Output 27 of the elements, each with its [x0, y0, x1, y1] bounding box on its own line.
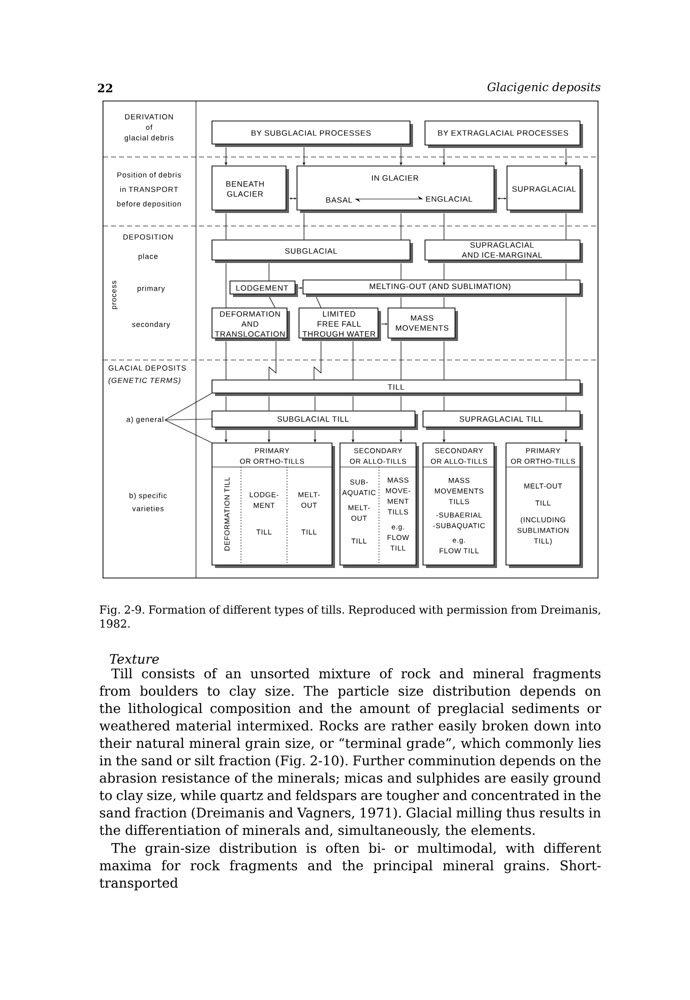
connector-line [268, 396, 270, 411]
connector-line [352, 396, 354, 411]
connector-line [316, 296, 322, 308]
arrow [298, 287, 302, 289]
connector-line [400, 213, 402, 240]
zigzag-line [268, 341, 276, 380]
connector-line [268, 263, 270, 281]
section-heading: Texture [110, 654, 159, 664]
body-paragraph: Till consists of an unsorted mixture of rock and mineral fragments from boulders to clay size. The particle size distribution depends on the lithological composition and the amount of preglacial sediments or weathered material intermixed. Rocks are rather easily broken down into their natural mineral grain size, or “terminal grade”, which commonly lies in the sand or silt fraction (Fig. 2-10). Further comminution depends on the abrasion resistance of the minerals; micas and sulphides are easily ground to clay size, while quartz and feldspars are tougher and concentrated in the sand fraction (Dreimanis and Vagners, 1971). Glacial milling thus results in the differentiation of minerals and, simultaneously, the elements. [99, 668, 602, 838]
double-headed-arrow [290, 198, 296, 200]
zigzag-line [314, 341, 322, 380]
connector-line [400, 297, 402, 308]
body-paragraph: The grain-size distribution is often bi- or multimodal, with different maxima for rock fragments and the principal mineral grains. Short-transported [100, 842, 602, 890]
connector-line [400, 396, 402, 411]
arrow [381, 323, 388, 325]
connector-line [352, 341, 354, 380]
connector-line [269, 296, 276, 308]
leader-line [164, 420, 212, 443]
connector-line [400, 341, 402, 380]
connector-line [400, 263, 402, 280]
page-number: 22 [98, 84, 112, 92]
leader-line [164, 393, 212, 420]
connector-line [314, 396, 316, 411]
running-head: Glacigenic deposits [488, 82, 600, 94]
leader-line [164, 418, 212, 420]
double-headed-arrow [498, 198, 506, 200]
figure-caption: Fig. 2-9. Formation of different types of tills. Reproduced with permission from Dreimanis, 1982. [100, 605, 600, 628]
